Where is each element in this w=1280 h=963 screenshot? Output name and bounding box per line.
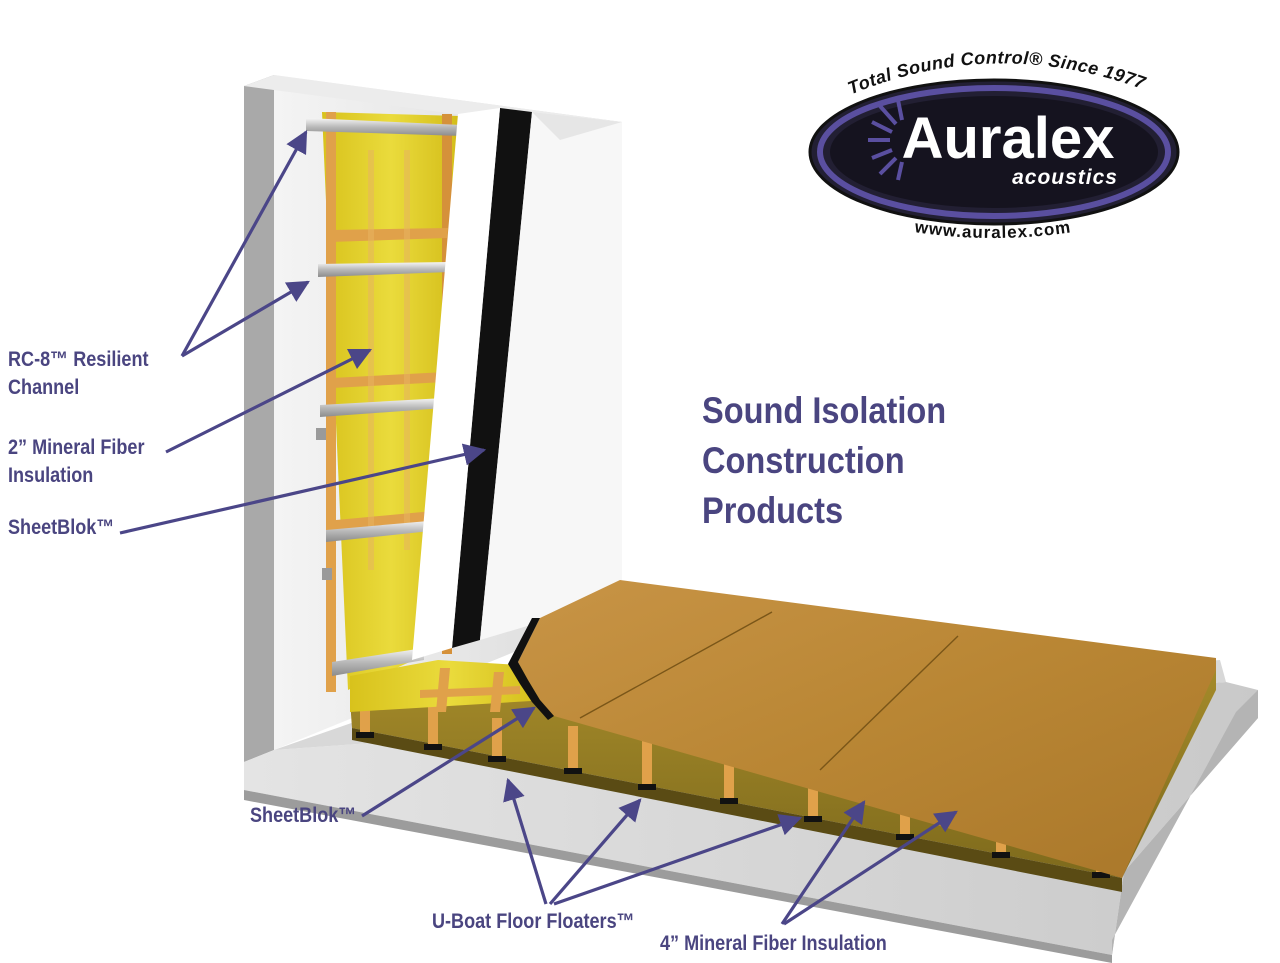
callout-mineral4: 4” Mineral Fiber Insulation: [660, 932, 887, 955]
logo-sub: acoustics: [1012, 166, 1118, 189]
arrow-mineral4-2: [783, 810, 958, 926]
arrow-mineral4-1: [780, 800, 866, 925]
headline-line2: Construction: [702, 440, 905, 481]
headline-line3: Products: [702, 490, 844, 531]
arrow-uboat-3: [553, 814, 803, 906]
arrow-rc8-top: [180, 130, 308, 357]
headline-line1: Sound Isolation: [702, 390, 947, 431]
callout-arrows: [119, 130, 958, 926]
floor-cutaway: [350, 660, 548, 712]
callout-sheetblok-wall: SheetBlok™: [8, 516, 115, 539]
callout-mineral2-line2: Insulation: [8, 464, 94, 487]
callout-mineral2: 2” Mineral Fiber Insulation: [8, 434, 144, 490]
logo-starburst-icon: [868, 99, 904, 181]
callout-sheetblok-floor: SheetBlok™: [250, 804, 357, 827]
arrow-uboat-1: [503, 777, 548, 905]
sheetblok-wall-layer: [412, 108, 622, 660]
arrow-mineral2: [165, 348, 373, 454]
arrow-sheetblok-wall: [119, 443, 487, 535]
callout-rc8-line1: RC-8™ Resilient: [8, 348, 149, 371]
logo-brand: Auralex: [902, 106, 1115, 171]
arrow-rc8-mid: [181, 280, 310, 358]
callout-rc8-line2: Channel: [8, 376, 80, 399]
callout-rc8: RC-8™ Resilient Channel: [8, 346, 149, 402]
plywood-subfloor: [508, 580, 1216, 878]
arrow-uboat-2: [548, 798, 642, 906]
headline: Sound Isolation Construction Products: [702, 386, 946, 536]
callout-mineral2-line1: 2” Mineral Fiber: [8, 436, 145, 459]
callout-uboat: U-Boat Floor Floaters™: [432, 910, 635, 933]
resilient-channels: [306, 118, 462, 676]
auralex-logo: Total Sound Control® Since 1977 Auralex …: [808, 47, 1180, 242]
arrow-sheetblok-floor: [361, 706, 536, 818]
